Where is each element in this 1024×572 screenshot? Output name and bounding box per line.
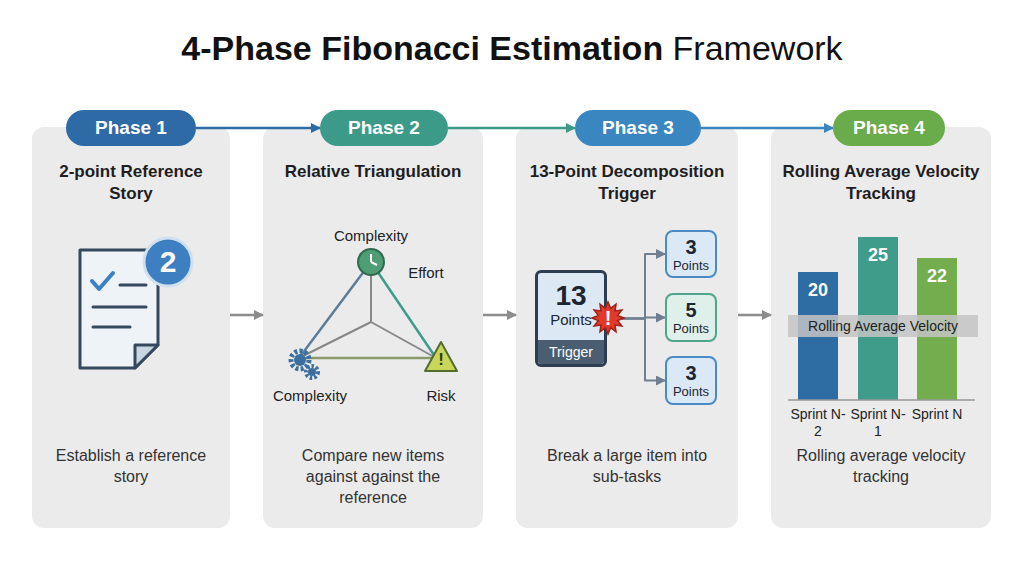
phase-pill: Phase 3 [575, 110, 701, 146]
bar-value: 20 [798, 280, 838, 300]
connector-arrow [738, 314, 771, 317]
phase-pill: Phase 2 [320, 110, 448, 146]
points-unit: Points [673, 321, 709, 336]
phase-label: Phase 2 [348, 117, 420, 139]
connector-arrow [483, 314, 516, 317]
connector-arrow [607, 254, 665, 319]
panel-description: Compare new items against against the re… [279, 445, 467, 508]
badge-fill [144, 238, 192, 286]
phase-label: Phase 1 [95, 117, 167, 139]
panel-description: Break a large item into sub-tasks [538, 445, 716, 487]
title-bold: 4-Phase Fibonacci Estimation [181, 29, 663, 67]
panel-description: Establish a reference story [54, 445, 208, 487]
alert-starburst: ! [592, 302, 624, 334]
points-value: 13 [538, 281, 604, 311]
axis-label: Complexity [260, 387, 360, 404]
connector-arrow [196, 127, 320, 130]
connector-arrow [701, 127, 833, 130]
phase-panel: Rolling Average Velocity TrackingRolling… [771, 127, 991, 528]
bar-value: 25 [858, 245, 898, 265]
phase-pill: Phase 1 [66, 110, 196, 146]
sprint-label: Sprint N-2 [790, 406, 846, 440]
title-regular: Framework [663, 29, 842, 67]
phase-label: Phase 4 [853, 117, 925, 139]
panel-heading: Relative Triangulation [267, 161, 479, 183]
diagram-title: 4-Phase Fibonacci Estimation Framework [0, 26, 1024, 70]
sprint-label: Sprint N [909, 406, 965, 423]
alert-mark: ! [605, 307, 612, 329]
connector-arrow [607, 319, 665, 381]
subtask-box: 5Points [665, 293, 717, 342]
panel-heading: 2-point Reference Story [36, 161, 226, 205]
panel-heading: 13-Point Decomposition Trigger [520, 161, 734, 205]
phase-panel: 2-point Reference StoryEstablish a refer… [32, 127, 230, 528]
subtask-box: 3Points [665, 230, 717, 278]
warning-mark: ! [438, 348, 444, 372]
panel-description: Rolling average velocity tracking [793, 445, 969, 487]
phase-panel: 13-Point Decomposition TriggerBreak a la… [516, 127, 738, 528]
starburst-fill [592, 302, 624, 334]
band-label: Rolling Average Velocity [808, 317, 958, 335]
points-value: 5 [685, 299, 696, 321]
average-band: Rolling Average Velocity [788, 315, 978, 337]
axis-label: Risk [416, 387, 466, 404]
connector-arrow [448, 127, 575, 130]
connector-arrow [607, 318, 665, 319]
sprint-label: Sprint N-1 [850, 406, 906, 440]
callout-number: 2 [160, 246, 177, 278]
panel-heading: Rolling Average Velocity Tracking [775, 161, 987, 205]
phase-panel: Relative TriangulationCompare new items … [263, 127, 483, 528]
points-value: 3 [685, 236, 696, 258]
subtask-box: 3Points [665, 356, 717, 405]
phase-label: Phase 3 [602, 117, 674, 139]
phase-pill: Phase 4 [833, 110, 945, 146]
warning-triangle: ! [424, 340, 458, 372]
bar-value: 22 [917, 266, 957, 286]
points-value: 3 [685, 362, 696, 384]
connector-arrow [230, 314, 263, 317]
axis-label: Effort [396, 264, 456, 281]
points-unit: Points [673, 258, 709, 273]
axis-label: Complexity [321, 227, 421, 244]
badge-circle: 2 [142, 236, 194, 288]
trigger-band: Trigger [538, 340, 604, 364]
points-unit: Points [673, 384, 709, 399]
warning-fill [425, 342, 457, 371]
